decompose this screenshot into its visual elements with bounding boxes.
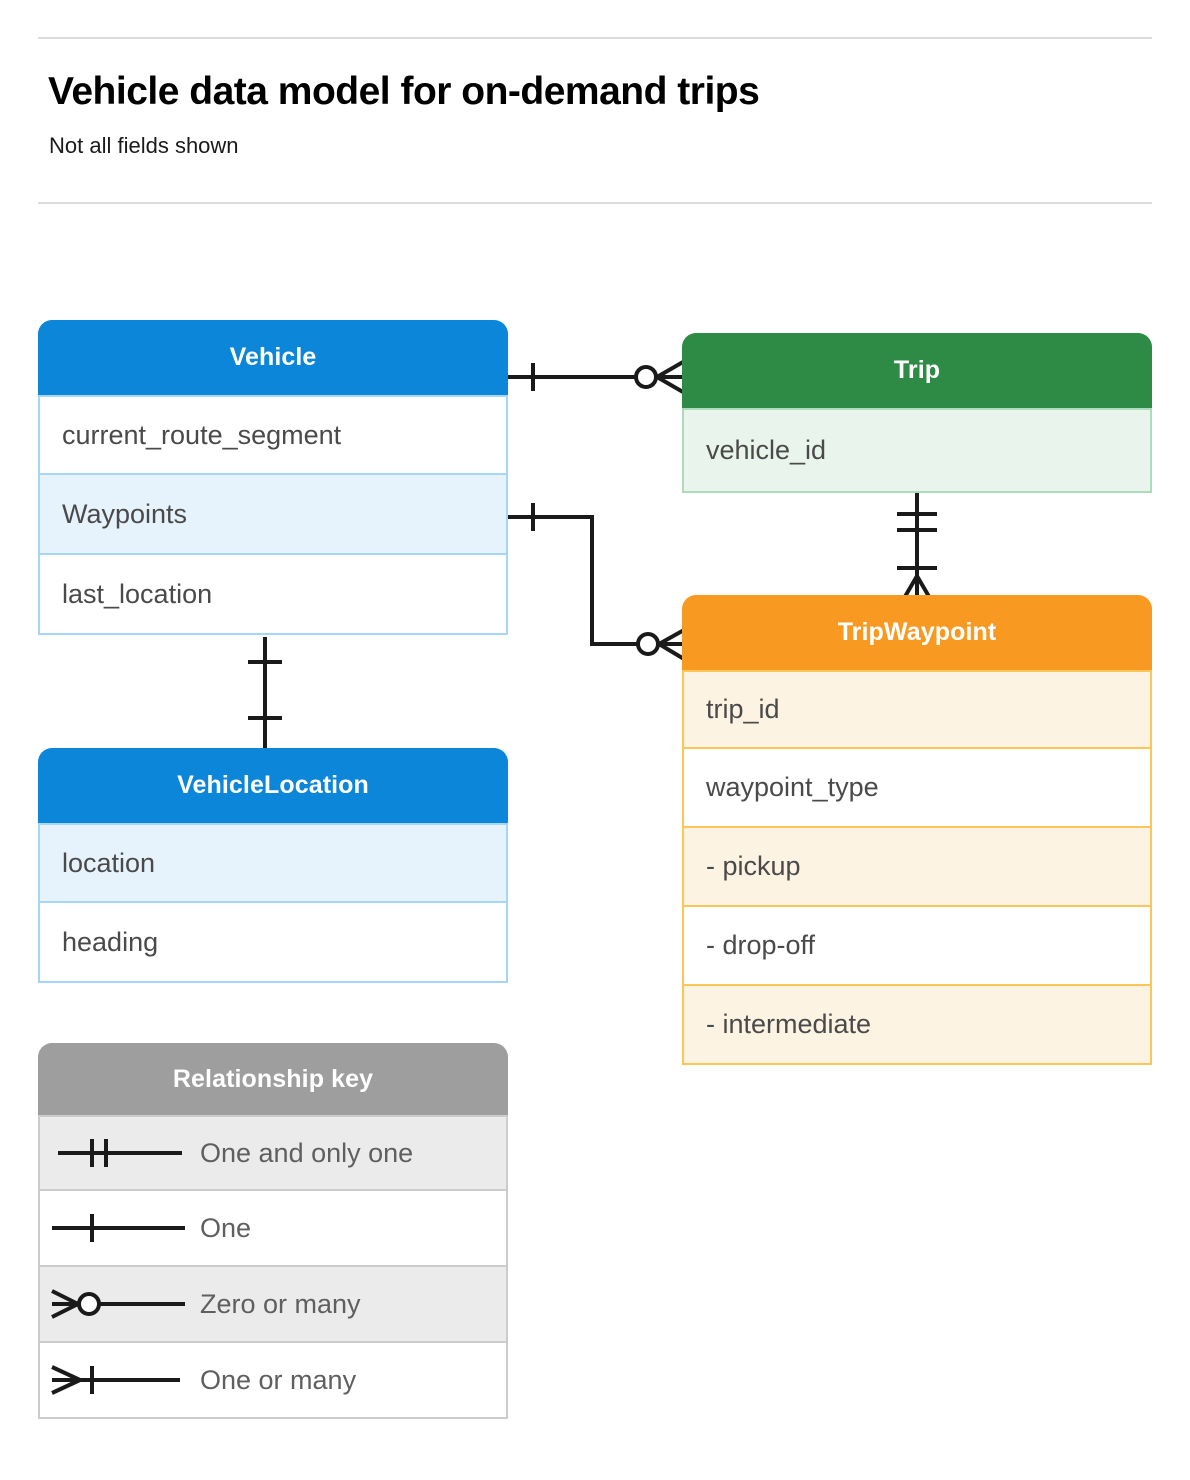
entity-vehicle-fields: current_route_segment Waypoints last_loc… bbox=[38, 395, 508, 635]
entity-tripwaypoint[interactable]: TripWaypoint trip_id waypoint_type - pic… bbox=[682, 595, 1152, 1065]
field-last-location[interactable]: last_location bbox=[38, 555, 508, 635]
entity-vehiclelocation[interactable]: VehicleLocation location heading bbox=[38, 748, 508, 983]
legend-item-zero-or-many[interactable]: Zero or many bbox=[38, 1267, 508, 1343]
entity-vehicle[interactable]: Vehicle current_route_segment Waypoints … bbox=[38, 320, 508, 635]
entity-tripwaypoint-title: TripWaypoint bbox=[682, 595, 1152, 670]
connector-waypoints-tripwaypoint bbox=[508, 503, 686, 661]
one-icon bbox=[52, 1214, 185, 1242]
entity-trip-title: Trip bbox=[682, 333, 1152, 408]
legend-item-one-or-many[interactable]: One or many bbox=[38, 1343, 508, 1419]
legend-label: Zero or many bbox=[200, 1288, 361, 1319]
entity-tripwaypoint-fields: trip_id waypoint_type - pickup - drop-of… bbox=[682, 670, 1152, 1065]
legend-label: One and only one bbox=[200, 1137, 414, 1168]
legend-items: One and only one One Zero bbox=[38, 1115, 508, 1419]
one-or-many-icon bbox=[51, 1365, 180, 1395]
one-and-only-one-icon bbox=[58, 1139, 182, 1167]
legend-item-one[interactable]: One bbox=[38, 1191, 508, 1267]
page-subtitle: Not all fields shown bbox=[49, 133, 239, 158]
relationship-key-legend[interactable]: Relationship key One and only one One bbox=[38, 1043, 508, 1419]
legend-label: One bbox=[200, 1212, 252, 1243]
legend-item-one-and-only-one[interactable]: One and only one bbox=[38, 1115, 508, 1191]
legend-title: Relationship key bbox=[38, 1043, 508, 1115]
header-divider-bottom bbox=[38, 202, 1152, 204]
field-waypoint-type[interactable]: waypoint_type bbox=[682, 749, 1152, 828]
header-divider-top bbox=[38, 37, 1152, 39]
legend-label: One or many bbox=[200, 1364, 357, 1395]
entity-trip[interactable]: Trip vehicle_id bbox=[682, 333, 1152, 493]
entity-vehiclelocation-fields: location heading bbox=[38, 823, 508, 983]
field-current-route-segment[interactable]: current_route_segment bbox=[38, 395, 508, 475]
entity-vehicle-title: Vehicle bbox=[38, 320, 508, 395]
connector-vehicle-vehiclelocation bbox=[248, 637, 282, 749]
field-heading[interactable]: heading bbox=[38, 903, 508, 983]
field-waypoint-type-pickup[interactable]: - pickup bbox=[682, 828, 1152, 907]
field-waypoint-type-dropoff[interactable]: - drop-off bbox=[682, 907, 1152, 986]
connector-vehicle-trip bbox=[508, 360, 684, 394]
page-title: Vehicle data model for on-demand trips bbox=[48, 70, 760, 113]
entity-vehiclelocation-title: VehicleLocation bbox=[38, 748, 508, 823]
field-location[interactable]: location bbox=[38, 823, 508, 903]
field-waypoints[interactable]: Waypoints bbox=[38, 475, 508, 555]
field-waypoint-type-intermediate[interactable]: - intermediate bbox=[682, 986, 1152, 1065]
zero-or-many-icon bbox=[51, 1289, 185, 1319]
entity-trip-fields: vehicle_id bbox=[682, 408, 1152, 493]
connector-trip-tripwaypoint bbox=[897, 492, 937, 602]
field-vehicle-id[interactable]: vehicle_id bbox=[682, 408, 1152, 493]
field-trip-id[interactable]: trip_id bbox=[682, 670, 1152, 749]
